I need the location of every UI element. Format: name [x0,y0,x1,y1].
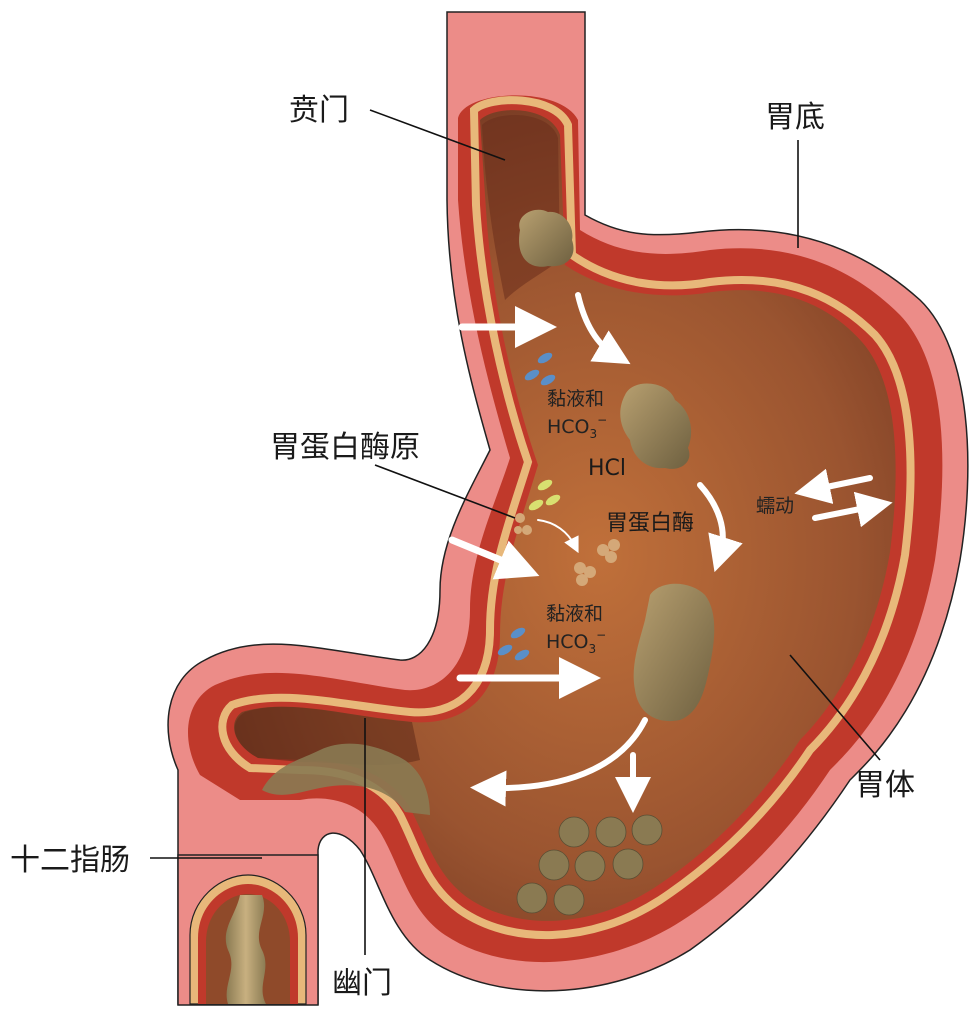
label-hco3-lower: HCO3− [546,628,606,656]
label-mucus-upper: 黏液和 [547,388,604,410]
label-pepsin: 胃蛋白酶 [606,511,694,536]
food-bolus-upper [620,383,692,469]
label-hcl: HCl [588,456,626,481]
arrow-descend-cardia [575,292,631,365]
label-body: 胃体 [855,768,915,803]
duodenum-chyme [225,895,266,1004]
label-cardia: 贲门 [289,93,349,128]
chyme-pellets [516,814,663,916]
pepsin-molecules [574,539,620,586]
arrow-peristalsis-out [812,491,893,528]
food-bolus-cardia [519,209,574,267]
leader-cardia [369,109,506,161]
leader-lines [150,109,881,955]
label-duodenum: 十二指肠 [10,843,130,878]
stomach-lumen [234,110,896,921]
acid-droplets [528,479,561,511]
label-hco3-upper: HCO3− [547,413,607,441]
label-pylorus: 幽门 [332,966,392,1001]
label-peristalsis: 蠕动 [756,495,794,517]
arrow-descend-body [697,482,743,573]
arrow-pepsinogen-conversion [537,519,579,554]
pepsinogen-molecules [514,513,532,535]
arrow-mix-left [470,717,648,807]
mucus-droplets-lower [497,627,530,661]
pylorus-food [262,743,430,815]
flow-arrows [448,292,893,813]
stomach-mucosa-line [218,96,915,940]
arrow-peristalsis-in [794,468,873,504]
leader-body [789,654,881,761]
food-bolus-lower [633,583,715,722]
label-mucus-lower: 黏液和 [546,603,603,625]
label-pepsinogen: 胃蛋白酶原 [270,430,420,465]
label-fundus: 胃底 [765,100,825,135]
mucus-droplets-upper [524,352,556,386]
arrow-secretion-middle [448,536,540,580]
leader-pepsinogen [374,464,516,519]
